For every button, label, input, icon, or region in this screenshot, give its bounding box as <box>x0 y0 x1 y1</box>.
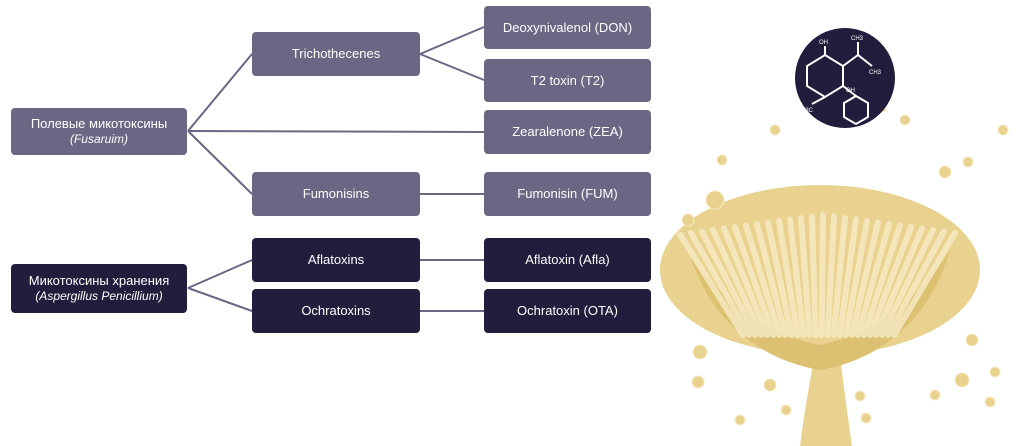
toxin-t2-label: T2 toxin (T2) <box>530 72 605 88</box>
group-ochratoxins: Ochratoxins <box>252 289 420 333</box>
connector-trichothecenes-t2 <box>419 53 485 81</box>
molecule-ch3-label-1: CH3 <box>851 36 864 42</box>
root-storage-sub: (Aspergillus Penicillium) <box>35 289 163 303</box>
toxin-don: Deoxynivalenol (DON) <box>484 6 651 49</box>
toxin-zea: Zearalenone (ZEA) <box>484 110 651 154</box>
molecule-h3c-label: H3C <box>801 108 814 114</box>
group-trichothecenes: Trichothecenes <box>252 32 420 76</box>
group-ochratoxins-label: Ochratoxins <box>301 303 371 318</box>
root-storage-label: Микотоксины хранения <box>28 273 170 288</box>
toxin-fum-label: Fumonisin (FUM) <box>517 186 618 201</box>
toxin-don-label: Deoxynivalenol (DON) <box>502 19 633 35</box>
molecule-oh-label-1: OH <box>819 40 828 46</box>
group-aflatoxins: Aflatoxins <box>252 238 420 282</box>
connector-field-fumonisins <box>187 130 253 195</box>
connector-field-zea <box>187 130 485 133</box>
root-storage-mycotoxins: Микотоксины хранения (Aspergillus Penici… <box>11 264 187 313</box>
root-field-mycotoxins: Полевые микотоксины (Fusaruim) <box>11 108 187 155</box>
connector-trichothecenes-don <box>419 26 485 55</box>
aspergillus-fungus-icon <box>660 103 1009 446</box>
root-field-sub: (Fusaruim) <box>69 132 128 146</box>
connector-storage-aflatoxins <box>187 259 253 289</box>
root-field-label: Полевые микотоксины <box>30 116 168 131</box>
toxin-ota: Ochratoxin (OTA) <box>484 289 651 333</box>
group-trichothecenes-label: Trichothecenes <box>291 46 381 61</box>
molecule-ch3-label-2: CH3 <box>869 70 882 76</box>
toxin-ota-label: Ochratoxin (OTA) <box>517 303 618 318</box>
connector-field-trichothecenes <box>187 53 253 132</box>
toxin-t2: T2 toxin (T2) <box>484 59 651 102</box>
toxin-afla: Aflatoxin (Afla) <box>484 238 651 282</box>
molecule-oh-label-2: OH <box>846 88 855 94</box>
group-fumonisins-label: Fumonisins <box>302 186 370 201</box>
toxin-zea-label: Zearalenone (ZEA) <box>512 124 623 139</box>
toxin-afla-label: Aflatoxin (Afla) <box>525 252 610 267</box>
group-aflatoxins-label: Aflatoxins <box>307 252 365 267</box>
group-fumonisins: Fumonisins <box>252 172 420 216</box>
connector-storage-ochratoxins <box>187 287 253 312</box>
toxin-fum: Fumonisin (FUM) <box>484 172 651 216</box>
molecule-structure-icon: OH CH3 CH3 H3C OH <box>795 28 895 128</box>
